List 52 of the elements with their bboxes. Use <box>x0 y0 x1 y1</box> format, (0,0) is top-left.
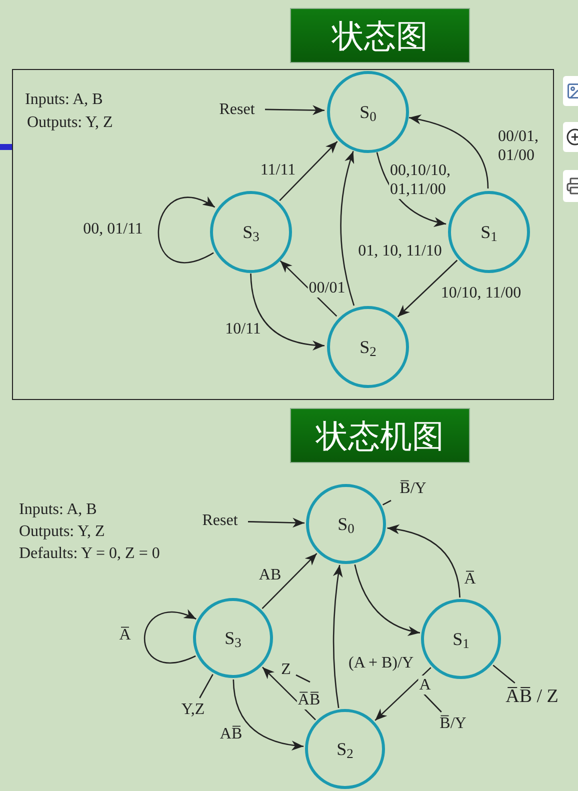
state-label: S$_{1}$ <box>452 628 470 652</box>
io-note: Inputs: A, B <box>19 500 97 520</box>
transition-arrow <box>279 140 338 202</box>
transition-arrow <box>250 273 325 350</box>
state-label: S$_{2}$ <box>360 336 376 360</box>
transition-arrow <box>374 667 432 721</box>
leader-line <box>424 694 442 712</box>
output-label: Reset <box>211 100 263 120</box>
transition-arrow <box>144 610 196 664</box>
transition-arrow <box>397 260 458 318</box>
edge-label: A̅B̅ <box>296 690 322 710</box>
title-text: 状态机图 <box>316 416 444 456</box>
edge-label: 00, 01/11 <box>82 220 144 238</box>
leader-line <box>382 500 392 506</box>
title-banner <box>290 408 470 463</box>
leader-line <box>296 674 310 683</box>
transition-arrow <box>158 196 216 264</box>
edge-label: 01, 10, 11/10 <box>357 242 443 260</box>
state-label: S$_{1}$ <box>480 220 498 246</box>
transition-arrow <box>332 564 343 708</box>
output-label: Y,Z <box>177 699 209 721</box>
title-text: 状态图 <box>332 16 428 56</box>
edge-label: 10/10, 11/00 <box>440 284 522 302</box>
state-label: S$_{2}$ <box>336 738 354 762</box>
edge-label: (A + B)/Y <box>347 654 415 672</box>
output-label: Z <box>279 659 293 681</box>
transition-arrow <box>387 524 460 598</box>
transition-arrow <box>354 564 420 636</box>
output-label: B̅/Y <box>394 478 432 500</box>
io-note: Inputs: A, B <box>25 90 103 110</box>
output-label: A̅B̅ / Z <box>499 684 565 710</box>
edge-label: A <box>418 676 432 694</box>
io-note: Defaults: Y = 0, Z = 0 <box>19 544 160 564</box>
io-note: Outputs: Y, Z <box>27 113 113 133</box>
edge-label: 00/01 <box>308 278 346 298</box>
transition-arrow <box>232 679 304 750</box>
transition-arrow <box>262 553 318 609</box>
state-label: S$_{0}$ <box>360 100 376 126</box>
state-label: S$_{0}$ <box>338 512 354 538</box>
title-banner <box>290 8 470 63</box>
transition-arrow <box>340 151 355 306</box>
state-label: S$_{3}$ <box>224 626 242 652</box>
transition-arrow <box>265 105 325 116</box>
transition-arrow <box>248 518 305 528</box>
state-label: S$_{3}$ <box>242 220 260 246</box>
io-note: Outputs: Y, Z <box>19 522 105 542</box>
leader-line <box>492 664 516 684</box>
transition-arrow <box>262 666 316 720</box>
leader-line <box>199 674 214 698</box>
transition-arrow <box>408 114 489 189</box>
output-label: B̅/Y <box>434 713 472 735</box>
output-label: Reset <box>195 511 245 531</box>
